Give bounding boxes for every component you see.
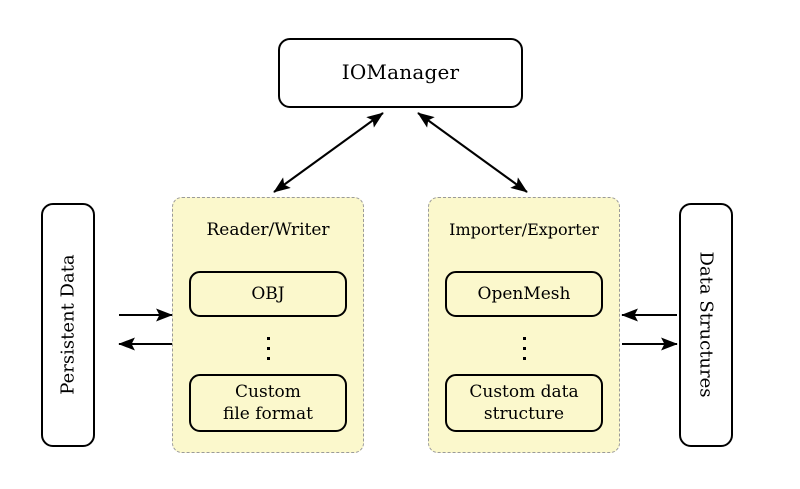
reader-writer-title: Reader/Writer [206,220,330,240]
openmesh-node[interactable]: OpenMesh [445,271,603,317]
obj-node[interactable]: OBJ [189,271,347,317]
data-structures-label: Data Structures [695,251,717,399]
custom-file-format-line2: file format [223,404,313,424]
obj-label: OBJ [251,283,285,304]
custom-file-format-node[interactable]: Custom file format [189,374,347,432]
data-structures-node[interactable]: Data Structures [679,203,733,447]
arrow-manager-reader-writer [273,112,384,193]
io-manager-node[interactable]: IOManager [278,38,523,108]
custom-file-format-line1: Custom [235,381,301,402]
importer-exporter-title: Importer/Exporter [449,220,599,239]
importer-exporter-ellipsis-icon [429,329,619,367]
custom-data-structure-label: Custom data structure [469,381,578,425]
persistent-data-label: Persistent Data [57,254,79,396]
importer-exporter-group[interactable]: Importer/Exporter OpenMesh Custom data s… [428,197,620,453]
custom-data-structure-line2: structure [483,404,565,424]
persistent-data-node[interactable]: Persistent Data [41,203,95,447]
io-manager-label: IOManager [341,60,460,85]
reader-writer-ellipsis-icon [173,329,363,367]
openmesh-label: OpenMesh [477,283,571,304]
arrow-manager-importer-exporter [417,112,528,193]
custom-file-format-label: Custom file format [223,381,313,425]
reader-writer-group[interactable]: Reader/Writer OBJ Custom file format [172,197,364,453]
custom-data-structure-node[interactable]: Custom data structure [445,374,603,432]
custom-data-structure-line1: Custom data [469,381,579,402]
